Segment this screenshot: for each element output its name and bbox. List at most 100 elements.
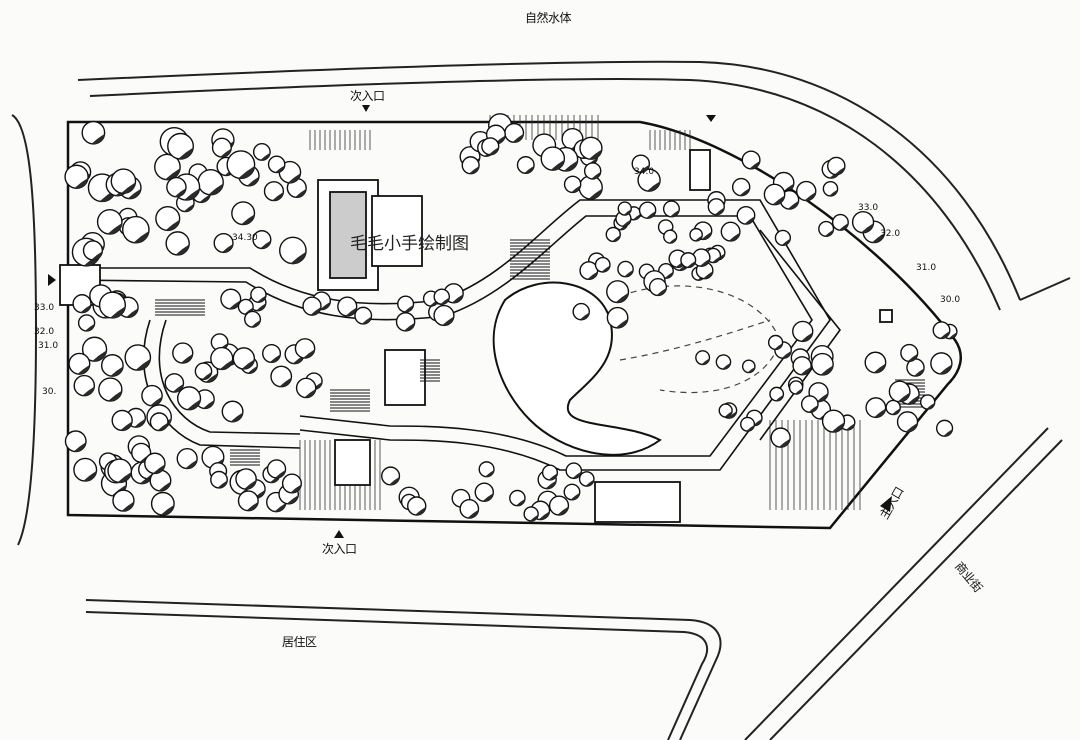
- trees: [64, 113, 958, 522]
- elevation-label: 30.: [42, 387, 57, 397]
- tree-canopy: [662, 200, 680, 218]
- tree-canopy: [826, 156, 846, 176]
- tree-canopy: [935, 419, 954, 437]
- tree-canopy: [281, 473, 302, 494]
- tree-canopy: [81, 120, 106, 145]
- tree-canopy: [606, 280, 630, 304]
- tree-canopy: [149, 469, 172, 492]
- roads: [11, 60, 1071, 740]
- tree-canopy: [572, 302, 590, 321]
- tree-canopy: [252, 230, 272, 250]
- tree-canopy: [605, 226, 621, 243]
- tree-canopy: [459, 498, 480, 519]
- tree-canopy: [96, 209, 123, 235]
- tree-canopy: [774, 229, 792, 247]
- tree-canopy: [397, 295, 415, 313]
- tree-canopy: [154, 153, 181, 181]
- tree-canopy: [769, 386, 785, 402]
- tree-canopy: [155, 205, 181, 232]
- tree-canopy: [594, 256, 611, 273]
- tree-canopy: [197, 168, 224, 196]
- tree-canopy: [481, 137, 500, 156]
- elevation-label: 31.0: [916, 263, 937, 273]
- tree-canopy: [354, 306, 373, 325]
- tree-canopy: [124, 344, 152, 371]
- tree-canopy: [579, 136, 603, 160]
- label-north-entrance: 次入口: [350, 89, 385, 103]
- tree-canopy: [220, 288, 242, 310]
- tree-canopy: [831, 213, 849, 231]
- tree-canopy: [637, 168, 661, 192]
- tree-canopy: [164, 373, 185, 393]
- tree-canopy: [930, 352, 953, 375]
- tree-canopy: [141, 384, 163, 407]
- tree-canopy: [563, 483, 581, 501]
- label-watermark: 毛毛小手绘制图: [350, 234, 469, 254]
- tree-canopy: [885, 399, 901, 416]
- tree-canopy: [565, 462, 583, 480]
- tree-canopy: [800, 395, 819, 414]
- elevation-label: 34.0: [634, 167, 655, 177]
- tree-canopy: [195, 389, 215, 410]
- pond: [492, 281, 662, 456]
- tree-canopy: [165, 231, 190, 256]
- elevation-label: 32.0: [34, 327, 55, 337]
- tree-canopy: [583, 162, 602, 180]
- tree-canopy: [906, 358, 925, 377]
- label-north-water: 自然水体: [525, 11, 572, 25]
- elevation-label: 33.0: [34, 303, 55, 313]
- tree-canopy: [64, 430, 87, 453]
- tree-canopy: [294, 338, 316, 359]
- tree-canopy: [461, 156, 480, 175]
- tree-canopy: [221, 400, 244, 423]
- tree-canopy: [796, 180, 817, 202]
- tree-canopy: [509, 489, 526, 507]
- tree-canopy: [121, 215, 150, 244]
- tree-canopy: [263, 181, 285, 202]
- tree-canopy: [250, 286, 267, 303]
- tree-canopy: [523, 506, 539, 522]
- tree-canopy: [741, 150, 761, 170]
- tree-canopy: [395, 312, 416, 332]
- tree-canopy: [407, 496, 427, 516]
- tree-canopy: [210, 470, 228, 489]
- tree-canopy: [788, 380, 804, 395]
- tree-canopy: [763, 183, 786, 206]
- tree-canopy: [302, 296, 322, 316]
- tree-canopy: [821, 409, 846, 433]
- tree-canopy: [680, 252, 697, 269]
- tree-canopy: [213, 232, 234, 254]
- tree-canopy: [295, 377, 317, 399]
- tree-canopy: [741, 359, 756, 374]
- tree-canopy: [252, 143, 271, 161]
- tree-canopy: [81, 336, 108, 362]
- tree-canopy: [176, 386, 202, 411]
- north-entrance-arrow: [362, 105, 370, 112]
- tree-canopy: [919, 394, 936, 410]
- tree-canopy: [540, 146, 566, 171]
- tree-canopy: [478, 461, 495, 478]
- tree-canopy: [235, 468, 257, 490]
- tree-canopy: [900, 343, 919, 363]
- tree-canopy: [792, 356, 812, 376]
- tree-canopy: [720, 221, 741, 242]
- tree-canopy: [110, 168, 137, 194]
- tree-canopy: [211, 137, 232, 158]
- tree-canopy: [692, 248, 711, 267]
- tree-canopy: [270, 365, 293, 388]
- tree-canopy: [433, 304, 455, 327]
- tree-canopy: [267, 155, 286, 174]
- tree-canopy: [617, 260, 634, 278]
- paving-hatch: [299, 115, 861, 510]
- tree-canopy: [504, 122, 525, 143]
- tree-canopy: [864, 351, 887, 374]
- tree-canopy: [548, 495, 570, 516]
- tree-canopy: [167, 132, 195, 160]
- tree-canopy: [767, 334, 784, 351]
- site-boundary: [66, 120, 963, 530]
- tree-canopy: [82, 240, 104, 261]
- tree-canopy: [663, 229, 678, 244]
- tree-canopy: [231, 201, 256, 226]
- tree-canopy: [715, 354, 732, 370]
- tree-canopy: [64, 164, 89, 189]
